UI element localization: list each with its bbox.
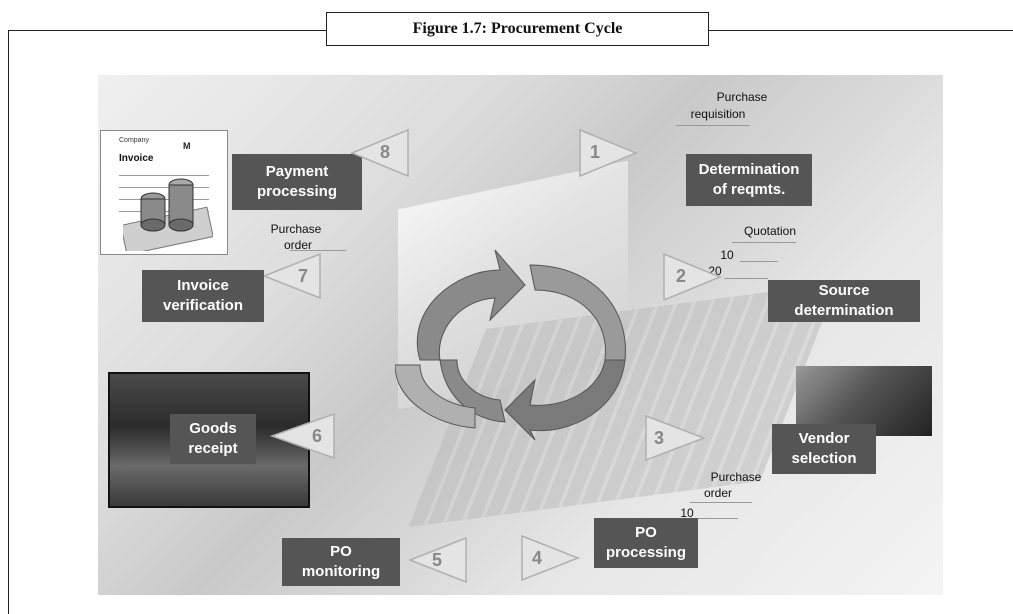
step-3-line-1: Vendor (798, 430, 850, 447)
step-2-source-determination-box: Source determination (768, 280, 920, 322)
qty-2-underline (724, 278, 768, 279)
quotation-label: Quotation (743, 224, 797, 238)
po-purchase-label: Purchase (710, 470, 762, 484)
purchase-requisition-label-1: Purchase (716, 90, 768, 104)
cycle-arrows-icon (395, 250, 626, 440)
step-1-number: 1 (590, 142, 601, 162)
step-6-line-2: receipt (188, 440, 238, 457)
step-3-line-2: selection (791, 450, 857, 467)
step-5-number: 5 (432, 550, 443, 570)
step-4-number: 4 (532, 548, 543, 568)
step-5-arrow-icon (408, 536, 468, 584)
purchase-order-underline (290, 250, 346, 251)
invoice-line (119, 187, 209, 188)
requisition-underline (676, 125, 750, 126)
step-4-arrow-icon (520, 534, 580, 582)
step-6-number: 6 (312, 426, 323, 446)
step-8-arrow-icon (350, 128, 410, 178)
step-5-po-monitoring-box: PO monitoring (282, 538, 400, 586)
po-qty: 10 (680, 506, 694, 520)
step-7-invoice-verification-box: Invoice verification (142, 270, 264, 322)
figure-caption: Figure 1.7: Procurement Cycle (326, 12, 709, 46)
step-1-line-2: of reqmts. (712, 181, 786, 198)
step-8-line-2: processing (256, 183, 338, 200)
step-6-arrow-icon (270, 412, 336, 460)
purchase-requisition-label-2: requisition (690, 107, 746, 121)
purchase-order-label-2: order (283, 238, 312, 252)
step-3-vendor-selection-box: Vendor selection (772, 424, 876, 474)
step-5-line-2: monitoring (301, 563, 381, 580)
step-1-arrow-icon (578, 128, 638, 178)
quotation-qty-1: 10 (720, 248, 734, 262)
step-7-line-1: Invoice (177, 277, 229, 294)
step-8-payment-processing-box: Payment processing (232, 154, 362, 210)
step-3-arrow-icon (644, 414, 706, 462)
step-7-arrow-icon (262, 252, 322, 300)
step-4-line-1: PO (635, 524, 657, 541)
step-2-arrow-icon (662, 252, 722, 302)
step-4-line-2: processing (605, 544, 687, 561)
step-2-number: 2 (676, 266, 687, 286)
coins-icon (123, 178, 213, 251)
step-2-line-1: Source (818, 282, 870, 299)
po-order-underline (690, 502, 752, 503)
step-7-line-2: verification (162, 297, 244, 314)
step-1-line-1: Determination (698, 161, 800, 178)
purchase-order-label-1: Purchase (270, 222, 322, 236)
invoice-document-image: Company M Invoice (100, 130, 228, 255)
step-3-number: 3 (654, 428, 665, 448)
qty-1-underline (740, 261, 778, 262)
invoice-mark-text: M (183, 141, 191, 151)
step-5-line-1: PO (330, 543, 352, 560)
frame-left-border (8, 30, 9, 614)
invoice-line (119, 175, 209, 176)
step-8-line-1: Payment (265, 163, 329, 180)
step-8-number: 8 (380, 142, 391, 162)
quotation-underline (732, 242, 796, 243)
step-6-line-1: Goods (189, 420, 237, 437)
step-2-line-2: determination (794, 302, 894, 319)
invoice-company-text: Company (119, 137, 149, 144)
step-4-po-processing-box: PO processing (594, 518, 698, 568)
step-1-determination-box: Determination of reqmts. (686, 154, 812, 206)
invoice-title-text: Invoice (119, 153, 154, 164)
po-qty-underline (698, 518, 738, 519)
step-6-goods-receipt-box: Goods receipt (170, 414, 256, 464)
step-7-number: 7 (298, 266, 309, 286)
po-order-label: order (703, 486, 732, 500)
